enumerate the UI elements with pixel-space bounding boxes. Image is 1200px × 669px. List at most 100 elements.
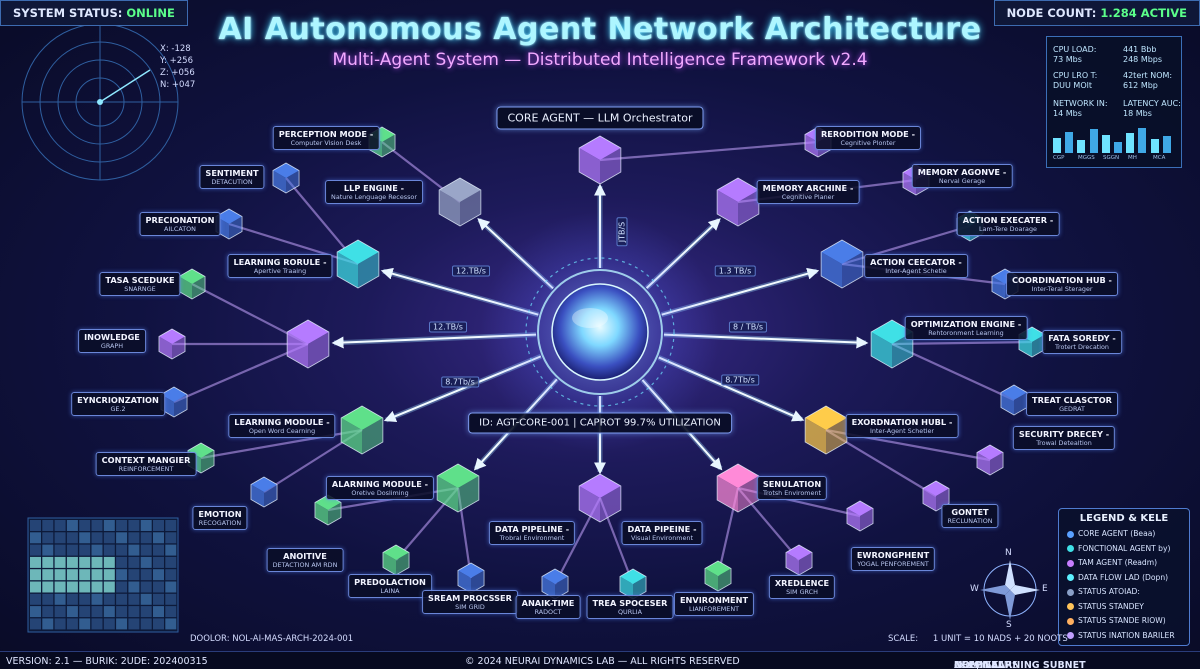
agent-hub-node[interactable] bbox=[820, 239, 864, 289]
stat-bar-label: MH bbox=[1128, 155, 1137, 161]
heatmap-cell bbox=[66, 581, 78, 593]
agent-hub-node[interactable] bbox=[578, 135, 622, 185]
agent-node-title: MEMORY ARCHINE - bbox=[762, 183, 854, 193]
agent-node-title: FATA SOREDY - bbox=[1048, 333, 1116, 343]
compass-east-label: E bbox=[1042, 584, 1048, 594]
legend-item: FONCTIONAL AGENT by) bbox=[1067, 544, 1170, 553]
scale-label: SCALE: 1 UNIT = 10 NADS + 20 NOOTS bbox=[888, 634, 1068, 644]
agent-hub-node[interactable] bbox=[340, 405, 384, 455]
core-orb-shine bbox=[572, 308, 608, 328]
heatmap-cell bbox=[66, 618, 78, 630]
cube-top-face bbox=[976, 445, 1004, 460]
agent-satellite-node[interactable] bbox=[1000, 384, 1028, 416]
heatmap-cell bbox=[103, 593, 115, 605]
agent-hub-node[interactable] bbox=[336, 239, 380, 289]
core-orb[interactable] bbox=[551, 283, 649, 381]
agent-satellite-node[interactable] bbox=[178, 268, 206, 300]
agent-node-subtitle: GE.2 bbox=[110, 405, 126, 413]
agent-node-title: EWRONGPHENT bbox=[856, 550, 930, 560]
stat-cell: 441 Bbb bbox=[1123, 45, 1157, 54]
stat-bar-label: MGGS bbox=[1078, 155, 1095, 161]
heatmap-cell bbox=[66, 544, 78, 556]
heatmap-cell bbox=[153, 606, 164, 618]
legend-item: CORE AGENT (Beaa) bbox=[1067, 529, 1155, 538]
cube-outline bbox=[314, 494, 342, 526]
agent-satellite-node[interactable] bbox=[457, 562, 485, 594]
agent-hub-node[interactable] bbox=[286, 319, 330, 369]
agent-node-subtitle: Trotsh Enviroment bbox=[762, 489, 822, 497]
cube-top-face bbox=[541, 569, 569, 584]
agent-satellite-node[interactable] bbox=[976, 444, 1004, 476]
agent-satellite-node[interactable] bbox=[1018, 326, 1046, 358]
heatmap-cell bbox=[128, 532, 140, 544]
agent-hub-node[interactable] bbox=[438, 177, 482, 227]
heatmap-cell bbox=[42, 544, 54, 556]
agent-node-subtitle: Inter-Agent Schetle bbox=[885, 267, 947, 275]
agent-hub-node[interactable] bbox=[870, 319, 914, 369]
scale-label-text: SCALE: bbox=[888, 634, 919, 644]
heatmap-cell bbox=[91, 520, 103, 531]
stat-bar-chart bbox=[1053, 125, 1175, 153]
core-ring-outer bbox=[525, 257, 675, 407]
cube-outline bbox=[250, 476, 278, 508]
agent-hub-node[interactable] bbox=[436, 463, 480, 513]
agent-hub-node[interactable] bbox=[716, 463, 760, 513]
heatmap-cell bbox=[140, 544, 152, 556]
cube-outline bbox=[187, 442, 215, 474]
stat-cell: 14 Mbs bbox=[1053, 109, 1082, 118]
heatmap-cell bbox=[165, 556, 177, 568]
agent-satellite-node[interactable] bbox=[160, 386, 188, 418]
heatmap-cell bbox=[165, 618, 177, 630]
agent-node-title: ANOITIVE bbox=[283, 551, 327, 561]
cube-right-face bbox=[229, 216, 243, 239]
stat-cell: 73 Mbs bbox=[1053, 55, 1082, 64]
agent-connection-edge bbox=[599, 140, 819, 162]
cube-outline bbox=[922, 480, 950, 512]
agent-node-subtitle: DETACUTION bbox=[211, 178, 253, 186]
agent-node-subtitle: RECOGATION bbox=[198, 519, 242, 527]
agent-node-subtitle: REINFORCEMENT bbox=[118, 465, 174, 473]
stat-bar bbox=[1065, 132, 1074, 153]
legend-item-label: STATUS STANDEY bbox=[1078, 601, 1144, 611]
agent-satellite-node[interactable] bbox=[619, 568, 647, 600]
agent-node-label: ACTION EXECATER -Lam-Tere Doarage bbox=[956, 212, 1060, 236]
agent-satellite-node[interactable] bbox=[846, 500, 874, 532]
agent-node-title: LEARNING MODULE - bbox=[234, 417, 330, 427]
heatmap-cell bbox=[42, 593, 54, 605]
agent-node-subtitle: Computer Vision Desk bbox=[290, 139, 362, 147]
cube-right-face bbox=[1032, 334, 1046, 357]
agent-hub-node[interactable] bbox=[804, 405, 848, 455]
document-id: DOOLOR: NOL-AI-MAS-ARCH-2024-001 bbox=[190, 634, 354, 644]
agent-satellite-node[interactable] bbox=[382, 544, 410, 576]
agent-satellite-node[interactable] bbox=[785, 544, 813, 576]
cube-outline bbox=[272, 162, 300, 194]
agent-satellite-node[interactable] bbox=[158, 328, 186, 360]
heatmap-cell bbox=[79, 606, 91, 618]
agent-node-subtitle: Nature Lenguage Recessor bbox=[331, 193, 417, 201]
agent-hub-node[interactable] bbox=[716, 177, 760, 227]
cube-left-face bbox=[717, 190, 738, 226]
heatmap-cell bbox=[66, 606, 78, 618]
cube-top-face bbox=[785, 545, 813, 560]
cube-left-face bbox=[717, 476, 738, 512]
heatmap-cell bbox=[91, 544, 103, 556]
agent-node-title: RERODITION MODE - bbox=[820, 129, 916, 139]
agent-satellite-node[interactable] bbox=[250, 476, 278, 508]
radar-readout-n: N: +047 bbox=[160, 80, 196, 90]
agent-node-title: OPTIMIZATION ENGINE - bbox=[910, 319, 1022, 329]
agent-satellite-node[interactable] bbox=[704, 560, 732, 592]
agent-node-subtitle: RECLUNATION bbox=[947, 517, 993, 525]
heatmap-cell bbox=[165, 593, 177, 605]
heatmap-cell bbox=[42, 606, 54, 618]
agent-node-subtitle: Cegnitive Planer bbox=[781, 193, 835, 201]
stat-bar bbox=[1162, 136, 1171, 153]
agent-satellite-node[interactable] bbox=[272, 162, 300, 194]
cube-right-face bbox=[600, 486, 621, 522]
agent-hub-node[interactable] bbox=[578, 473, 622, 523]
heatmap-cell bbox=[103, 618, 115, 630]
stat-bar bbox=[1126, 133, 1135, 153]
heatmap-cell bbox=[140, 593, 152, 605]
